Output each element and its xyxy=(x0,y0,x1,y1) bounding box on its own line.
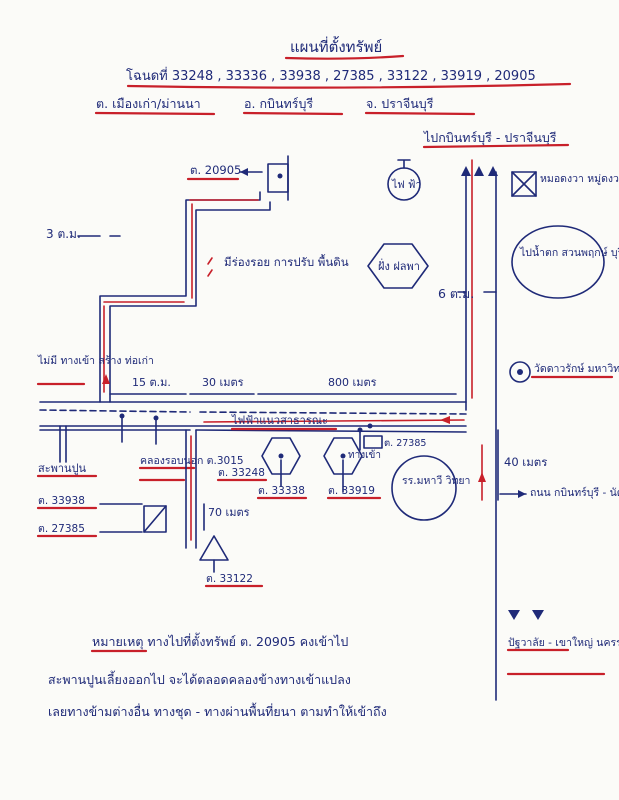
right-road-label: ถนน กบินทร์บุรี - นัดดารักษ์ ทาง 304 xyxy=(530,486,619,499)
triangle-marker-icon xyxy=(461,166,471,176)
province-label: จ. ปราจีนบุรี xyxy=(366,96,434,112)
road-markers xyxy=(461,166,498,176)
school-mark-label: ทางเข้า xyxy=(348,449,381,461)
province-underline xyxy=(364,111,476,116)
lamp-label: ไฟ ฟ้า xyxy=(391,178,421,191)
up-arrow-icon xyxy=(102,374,110,384)
forty-meter-label: 40 เมตร xyxy=(504,455,547,469)
village-sign: หมอดงวา หมู่ดงวาสัมพันธ์ xyxy=(511,171,619,197)
hexagon-label: ฝั่ง ฝลพา xyxy=(378,258,420,273)
arrow-right-icon xyxy=(518,490,526,498)
main-canal xyxy=(39,401,467,433)
parcel-33248-label: ต. 33248 xyxy=(218,467,265,479)
parcel-20905-label: ต. 20905 xyxy=(190,163,241,177)
parcel-box xyxy=(143,505,167,533)
parcel-33338-label: ต. 33338 xyxy=(258,485,305,497)
subdistrict-underline xyxy=(94,111,216,116)
triangle-marker-icon xyxy=(532,610,544,620)
note-line-3: เลยทางข้ามต่างอื่น ทางชุด - ทางผ่านพื้นท… xyxy=(48,702,387,720)
parcel-27385-box xyxy=(363,435,383,449)
parcel-33338-hexagon xyxy=(261,437,301,475)
parcel-33122-label: ต. 33122 xyxy=(206,573,253,585)
deed-numbers-line: โฉนดที่ 33248 , 33336 , 33938 , 27385 , … xyxy=(126,67,536,84)
bridge-label: สะพานปูน xyxy=(38,462,87,475)
distance-15-label: 15 ต.ม. xyxy=(132,376,171,389)
school-label: รร.มหาวี วิทยา xyxy=(402,474,470,487)
title-underline xyxy=(284,54,405,60)
arrow-left-icon xyxy=(440,416,450,424)
hexagon-marker xyxy=(367,243,429,289)
parcel-33919-label: ต. 33919 xyxy=(328,485,375,497)
highway-304 xyxy=(465,159,497,701)
six-meter-label: 6 ต.ม. xyxy=(438,286,474,301)
temple-marker xyxy=(509,361,531,383)
triangle-marker-icon xyxy=(488,166,498,176)
three-meter-label: 3 ต.ม. xyxy=(46,227,81,241)
electric-line-label: ไฟฟ้าแนวสาธารณะ xyxy=(231,414,328,427)
parcel-27385-label: ต. 27385 xyxy=(384,438,426,449)
note-line-1: หมายเหตุ ทางไปที่ตั้งทรัพย์ ต. 20905 คงเ… xyxy=(92,632,348,650)
subdistrict-label: ต. เมืองเก่า/ม่านนา xyxy=(96,96,201,111)
triangle-marker-icon xyxy=(474,166,484,176)
temple-label: วัดดาวรักษ์ มหาวิทยาลัย xyxy=(534,362,619,375)
land-fill-note: มีร่องรอย การปรับ พื้นดิน xyxy=(224,254,349,269)
deed-underline xyxy=(126,82,572,89)
distance-30-label: 30 เมตร xyxy=(202,376,244,389)
page-title: แผนที่ตั้งทรัพย์ xyxy=(290,36,382,56)
distance-800-label: 800 เมตร xyxy=(328,376,377,389)
parcel-20905: ต. 20905 xyxy=(186,155,289,201)
access-path xyxy=(99,191,271,403)
road-to-kabin-label: ไปกบินทร์บุรี - ปราจีนบุรี xyxy=(423,130,557,146)
left-note: ไม่มี ทางเข้า สร้าง ท่อเก่า xyxy=(37,354,154,367)
parcel-33938-label: ต. 33938 xyxy=(38,495,85,507)
triangle-marker-icon xyxy=(508,610,520,620)
district-label: อ. กบินทร์บุรี xyxy=(244,96,313,112)
police-label: ปัฐวาลัย - เขาใหญ่ นครราชสีมา xyxy=(508,636,619,649)
seventy-meter-label: 70 เมตร xyxy=(208,506,250,519)
village-sign-label: หมอดงวา หมู่ดงวาสัมพันธ์ xyxy=(540,172,619,185)
school-circle xyxy=(391,455,457,521)
district-underline xyxy=(242,111,344,116)
kabin-water-circle xyxy=(511,225,605,299)
parcel-33919-hexagon xyxy=(323,437,363,475)
utility-poles xyxy=(119,413,373,451)
arrow-left-icon xyxy=(240,168,248,176)
up-arrow-icon xyxy=(478,472,486,482)
parcel-27385-left-label: ต. 27385 xyxy=(38,523,85,535)
road-to-kabin-underline xyxy=(422,143,570,149)
note-line-2: สะพานปูนเลี้ยงออกไป จะได้ตลอดคลองข้างทาง… xyxy=(48,670,351,688)
kabin-water-label: ไปน้ำตก สวนพฤกษ์ บุรี (กบินทร์บุรี) xyxy=(519,245,619,259)
